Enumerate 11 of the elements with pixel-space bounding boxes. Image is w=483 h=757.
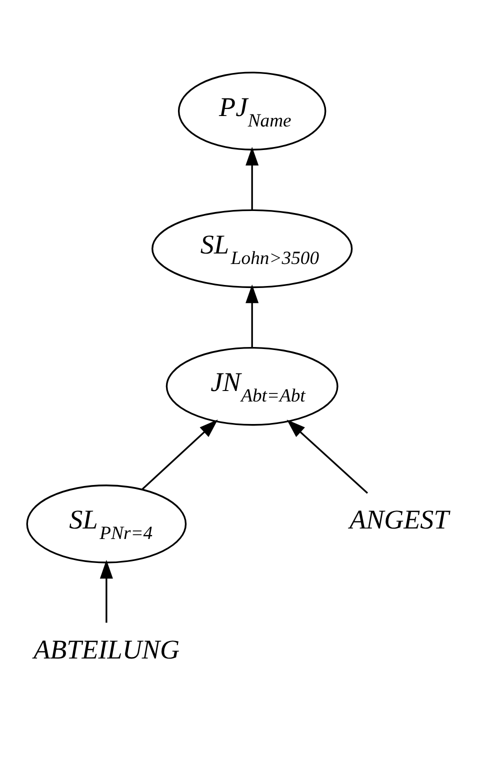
node-ellipse: SL$_{Lohn>3500}$ [152,209,353,288]
arrow [286,420,368,494]
node-ellipse: JN$_{Abt=Abt}$ [166,346,338,426]
arrow [246,146,259,210]
arrow [142,420,218,490]
arrow [100,560,113,623]
node-text: ABTEILUNG [34,634,180,664]
arrow [246,284,259,348]
node-ellipse: SL$_{PNr=4}$ [26,484,187,564]
node-ellipse: PJ$_{Name}$ [178,72,326,150]
node-text: ANGEST [349,504,449,535]
